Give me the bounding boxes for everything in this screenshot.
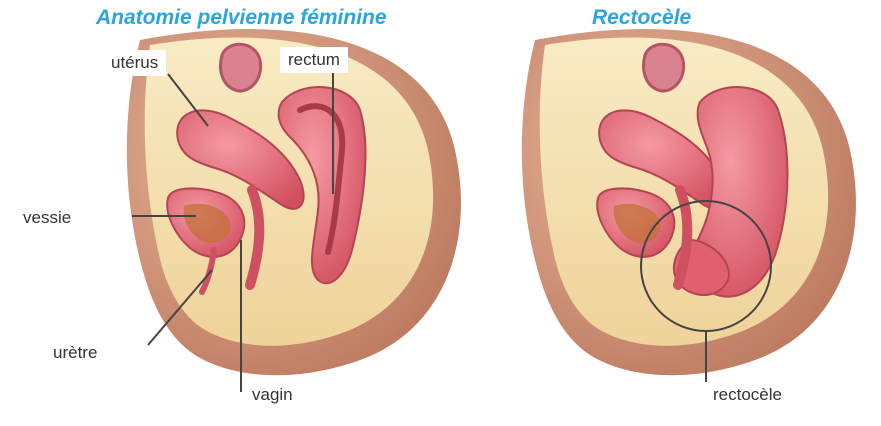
rectocele-label: rectocèle — [705, 382, 790, 408]
right-colon-loop — [644, 44, 684, 91]
uretre-label: urètre — [45, 340, 105, 366]
right-pelvis-illustration — [522, 29, 856, 375]
uterus-label: utérus — [103, 50, 166, 76]
vessie-label: vessie — [15, 205, 79, 231]
left-colon-loop — [221, 44, 261, 91]
rectum-label: rectum — [280, 47, 348, 73]
left-pelvis-illustration — [127, 29, 461, 375]
vagin-label: vagin — [244, 382, 301, 408]
